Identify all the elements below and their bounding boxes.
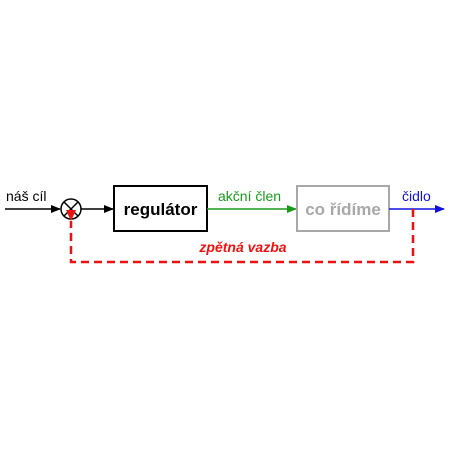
sensor-label: čidlo bbox=[402, 188, 431, 204]
actuator-label: akční člen bbox=[218, 188, 281, 204]
circled-x-icon bbox=[60, 198, 82, 220]
input-label: náš cíl bbox=[6, 188, 46, 204]
feedback-path bbox=[66, 209, 415, 264]
feedback-label: zpětná vazba bbox=[198, 239, 286, 255]
plant-box bbox=[296, 185, 390, 232]
plant-label: co řídíme bbox=[305, 200, 381, 219]
controller-label: regulátor bbox=[124, 200, 198, 219]
controller-box bbox=[113, 185, 208, 232]
